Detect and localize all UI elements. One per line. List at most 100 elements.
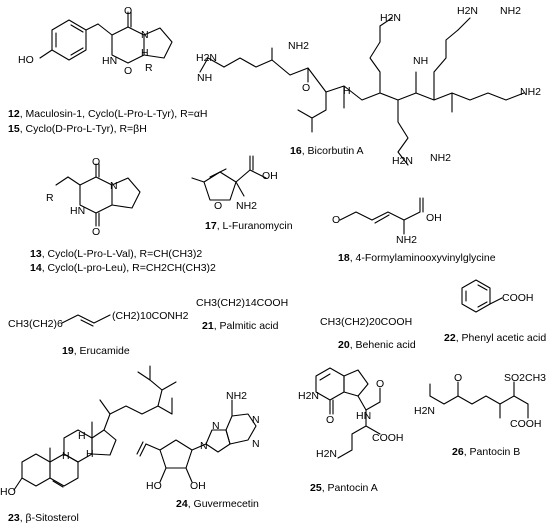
caption-14: 14, Cyclo(L-pro-Leu), R=CH2CH(CH3)2	[30, 262, 216, 274]
compound-number: 20	[338, 339, 350, 351]
atom-label: NH2	[236, 200, 258, 212]
atom-label: H2N	[392, 155, 414, 167]
atom-label: O	[124, 65, 133, 77]
compound-number: 25	[310, 482, 322, 494]
atom-label: O	[332, 214, 341, 226]
atom-label: H	[78, 430, 86, 442]
compound-name: Behenic acid	[355, 339, 416, 351]
formula-22: COOH	[502, 292, 534, 304]
formula-19-left: CH3(CH2)6	[8, 318, 63, 330]
compound-number: 18	[338, 252, 350, 264]
atom-label: NH2	[430, 152, 452, 164]
compound-name: β-Sitosterol	[25, 512, 79, 524]
formula-20: CH3(CH2)20COOH	[320, 316, 413, 328]
atom-label: H2N	[380, 12, 402, 24]
atom-label: HO	[18, 54, 34, 66]
compound-number: 15	[8, 123, 20, 135]
atom-label: O	[92, 226, 101, 238]
atom-label: O	[214, 200, 223, 212]
atom-label: R	[145, 62, 153, 74]
compound-name: Cyclo(L-pro-Leu), R=CH2CH(CH3)2	[47, 262, 216, 274]
formula-19-right: (CH2)10CONH2	[112, 310, 189, 322]
atom-label: H	[62, 450, 70, 462]
caption-24: 24, Guvermecetin	[176, 498, 259, 510]
atom-label: NH2	[288, 40, 310, 52]
atom-label: H2N	[298, 390, 320, 402]
atom-label: O	[124, 5, 133, 17]
compound-number: 26	[452, 446, 464, 458]
atom-label: NH2	[520, 86, 542, 98]
atom-label: O	[92, 156, 101, 168]
atom-label: N	[252, 438, 260, 450]
caption-15: 15, Cyclo(D-Pro-L-Tyr), R=βH	[8, 123, 147, 135]
atom-label: OH	[426, 212, 442, 224]
compound-name: Guvermecetin	[193, 498, 259, 510]
compound-name: Cyclo(D-Pro-L-Tyr), R=βH	[25, 123, 147, 135]
compound-number: 14	[30, 262, 42, 274]
atom-label: NH2	[396, 234, 418, 246]
atom-label: O	[302, 82, 311, 94]
atom-label: N	[141, 29, 149, 41]
compound-number: 24	[176, 498, 188, 510]
atom-label: NH	[413, 55, 429, 67]
atom-label: HN	[356, 410, 372, 422]
compound-name: Pantocin B	[469, 446, 521, 458]
compound-name: Maculosin-1, Cyclo(L-Pro-L-Tyr), R=αH	[25, 108, 208, 120]
atom-label: N	[252, 414, 260, 426]
atom-label: H2N	[196, 52, 218, 64]
compound-number: 13	[30, 248, 42, 260]
caption-26: 26, Pantocin B	[452, 446, 521, 458]
atom-label: H	[141, 47, 149, 59]
caption-22: 22, Phenyl acetic acid	[444, 332, 547, 344]
atom-label: NH2	[500, 5, 522, 17]
atom-label: HN	[70, 205, 86, 217]
atom-label: H2N	[316, 448, 338, 460]
atom-label: COOH	[510, 418, 542, 430]
atom-label: N	[110, 180, 118, 192]
caption-17: 17, L-Furanomycin	[205, 220, 293, 232]
atom-label: COOH	[372, 432, 404, 444]
formula-21: CH3(CH2)14COOH	[196, 297, 289, 309]
compound-name: Pantocin A	[327, 482, 378, 494]
compound-number: 23	[8, 512, 20, 524]
atom-label: NH2	[226, 390, 248, 402]
compound-number: 21	[202, 320, 214, 332]
atom-label: H2N	[457, 5, 479, 17]
atom-label: N	[212, 420, 220, 432]
compound-name: Bicorbutin A	[307, 145, 364, 157]
caption-20: 20, Behenic acid	[338, 339, 416, 351]
compound-number: 16	[290, 145, 302, 157]
atom-label: O	[326, 414, 335, 426]
caption-21: 21, Palmitic acid	[202, 320, 279, 332]
atom-label: R	[46, 192, 54, 204]
caption-23: 23, β-Sitosterol	[8, 512, 79, 524]
compound-name: Phenyl acetic acid	[461, 332, 547, 344]
atom-label: HO	[146, 480, 162, 492]
caption-16: 16, Bicorbutin A	[290, 145, 364, 157]
atom-label: H2N	[414, 405, 436, 417]
caption-12: 12, Maculosin-1, Cyclo(L-Pro-L-Tyr), R=α…	[8, 108, 208, 120]
atom-label: HO	[0, 486, 16, 498]
caption-19: 19, Erucamide	[62, 345, 130, 357]
compound-number: 22	[444, 332, 456, 344]
atom-label: O	[454, 372, 463, 384]
atom-label: N	[200, 440, 208, 452]
compound-number: 12	[8, 108, 20, 120]
compound-number: 19	[62, 345, 74, 357]
compound-name: Cyclo(L-Pro-L-Val), R=CH(CH3)2	[47, 248, 203, 260]
atom-label: SO2CH3	[504, 372, 547, 384]
compound-number: 17	[205, 220, 217, 232]
atom-label: H	[343, 85, 351, 97]
atom-label: HN	[102, 55, 118, 67]
caption-18: 18, 4-Formylaminooxyvinylglycine	[338, 252, 496, 264]
